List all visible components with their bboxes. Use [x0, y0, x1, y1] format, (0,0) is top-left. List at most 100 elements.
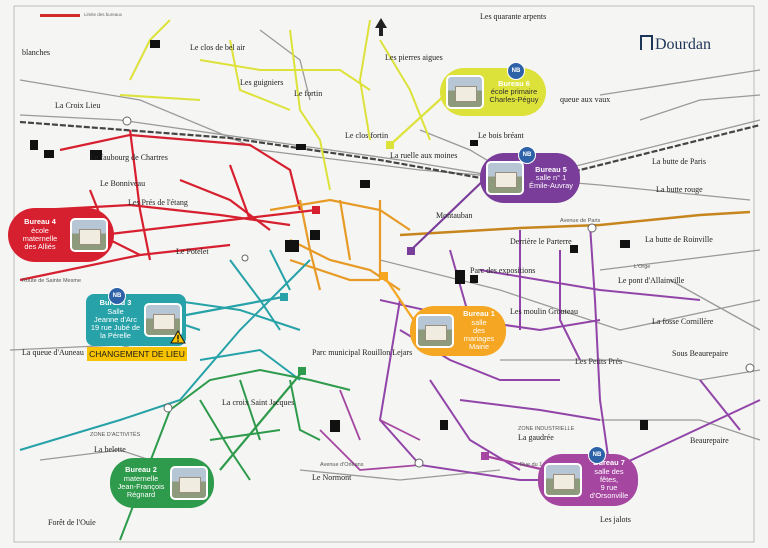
bureau-line: Émile-Auvray: [529, 181, 573, 191]
bureau-title: Bureau 5: [535, 164, 567, 174]
warning-icon: [170, 330, 186, 344]
bureau-line: Salle: [107, 306, 124, 316]
bureau-title: Bureau 2: [125, 465, 157, 475]
legend-text: Limite des bureaux: [84, 12, 123, 17]
place-label: blanches: [22, 48, 50, 57]
bureau-line: des mariages: [463, 325, 495, 344]
place-label: Le Bonniveau: [100, 179, 145, 188]
place-label: Le fortin: [294, 89, 322, 98]
bureau-3-photo: [144, 303, 182, 337]
bureau-6-callout[interactable]: Bureau 6 école primaire Charles-Péguy: [440, 68, 546, 116]
place-label: Les jalots: [600, 515, 631, 524]
place-label: Le pont d'Allainville: [618, 276, 685, 285]
bureau-4-photo: [70, 218, 108, 252]
place-label: Forêt de l'Ouïe: [48, 518, 96, 527]
street-label: ZONE INDUSTRIELLE: [518, 426, 575, 432]
place-label: La butte de Paris: [652, 157, 706, 166]
bureau-line: 9 rue: [600, 483, 618, 493]
north-arrow-icon: [375, 18, 387, 36]
bureau-title: Bureau 1: [463, 309, 495, 319]
bureau-2-callout[interactable]: Bureau 2 maternelle Jean-François Régnar…: [110, 458, 214, 508]
nb-badge: NB: [518, 146, 536, 164]
place-label: Le clos fortin: [345, 131, 388, 140]
bureau-line: Jean-François: [117, 482, 165, 491]
street-label: L'Orge: [634, 264, 650, 270]
place-label: La gaudrée: [518, 433, 554, 442]
place-label: Le Normont: [312, 473, 352, 482]
nb-badge: NB: [108, 287, 126, 305]
bureau-line: d'Orsonville: [589, 491, 629, 501]
street-label: Avenue de Paris: [560, 218, 601, 224]
street-label: Avenue d'Orléans: [320, 462, 364, 468]
bureau-6-photo: [446, 75, 484, 109]
town-logo: Dourdan: [640, 35, 711, 54]
castle-icon: [640, 35, 653, 50]
place-label: Beaurepaire: [690, 436, 729, 445]
street-label: ZONE D'ACTIVITÉS: [90, 431, 141, 438]
bureau-line: la Pérelle: [100, 331, 131, 341]
bureau-south-streets: [319, 389, 421, 471]
place-label: Les Prés de l'étang: [128, 198, 188, 207]
place-label: Derrière le Parterre: [510, 237, 572, 246]
bureau-line: Charles-Péguy: [489, 95, 539, 105]
place-label: Le faubourg de Chartres: [90, 153, 168, 162]
place-label: Parc municipal Rouillon Lejars: [312, 348, 412, 357]
bureau-1-photo: [416, 314, 454, 348]
place-label: Parc des expositions: [470, 266, 535, 275]
place-label: La croix Saint Jacques: [222, 398, 294, 407]
bureau-line: Jeanne d'Arc: [94, 314, 137, 324]
change-of-location-banner: CHANGEMENT DE LIEU: [87, 347, 187, 361]
place-label: La Croix Lieu: [55, 101, 100, 110]
nb-badge: NB: [507, 62, 525, 80]
place-label: La butte de Roinville: [645, 235, 713, 244]
place-label: La belette: [94, 445, 126, 454]
place-label: Les pierres aigues: [385, 53, 443, 62]
logo-text: Dourdan: [655, 36, 711, 53]
place-label: Montauban: [436, 211, 472, 220]
bureau-5-photo: [486, 161, 524, 195]
bureau-title: Bureau 7: [593, 458, 625, 468]
bureau-1-callout[interactable]: Bureau 1 salle des mariages Mairie: [410, 306, 506, 356]
roundabouts: [122, 116, 755, 468]
bureau-title: Bureau 6: [498, 78, 530, 88]
bureau-line: école primaire: [490, 86, 538, 96]
place-label: La ruelle aux moines: [390, 151, 457, 160]
place-label: Les Petits Prés: [575, 357, 622, 366]
place-label: Les quarante arpents: [480, 12, 546, 21]
place-label: Sous Beaurepaire: [672, 349, 729, 358]
nb-badge: NB: [588, 446, 606, 464]
bureau-3-callout[interactable]: Bureau 3 Salle Jeanne d'Arc 19 rue Jubé …: [86, 294, 186, 346]
place-label: Les guigniers: [240, 78, 283, 87]
bureau-line: maternelle: [123, 473, 159, 483]
bureau-line: Mairie: [468, 342, 490, 352]
bureau-4-callout[interactable]: Bureau 4 école maternelle des Alliés: [8, 208, 114, 262]
bureau-2-photo: [170, 466, 208, 500]
place-label: Le clos de bel air: [190, 43, 245, 52]
place-label: queue aux vaux: [560, 95, 610, 104]
bureau-1-streets: [269, 198, 411, 291]
leader-lines: [109, 94, 546, 472]
place-label: Le bois bréant: [478, 131, 525, 140]
legend-swatch: [40, 14, 80, 21]
bureau-line: salle des fêtes,: [594, 466, 624, 484]
bureau-line: Régnard: [126, 490, 156, 500]
place-label: La fosse Cornillère: [652, 317, 714, 326]
place-label: Les moulin Grouteau: [510, 307, 578, 316]
avenue-de-paris: [399, 210, 751, 237]
bureau-7-callout[interactable]: Bureau 7 salle des fêtes, 9 rue d'Orsonv…: [538, 454, 638, 506]
bureau-line: 19 rue Jubé de: [90, 323, 141, 333]
bureau-line: salle n° 1: [535, 172, 567, 182]
bureau-2-streets: [119, 368, 351, 541]
street-label: Route de Sainte Mesme: [22, 278, 81, 284]
place-label: Le Potelet: [176, 247, 209, 256]
place-labels: blanches Les quarante arpents Le clos de…: [22, 12, 729, 527]
place-label: La butte rouge: [656, 185, 703, 194]
bureau-line: salle: [471, 317, 487, 327]
buildings: [30, 40, 648, 432]
bureau-line: des Alliés: [24, 242, 56, 252]
railway-line: [19, 120, 761, 187]
bureau-title: Bureau 4: [24, 217, 56, 227]
bureau-line: maternelle: [22, 234, 58, 243]
